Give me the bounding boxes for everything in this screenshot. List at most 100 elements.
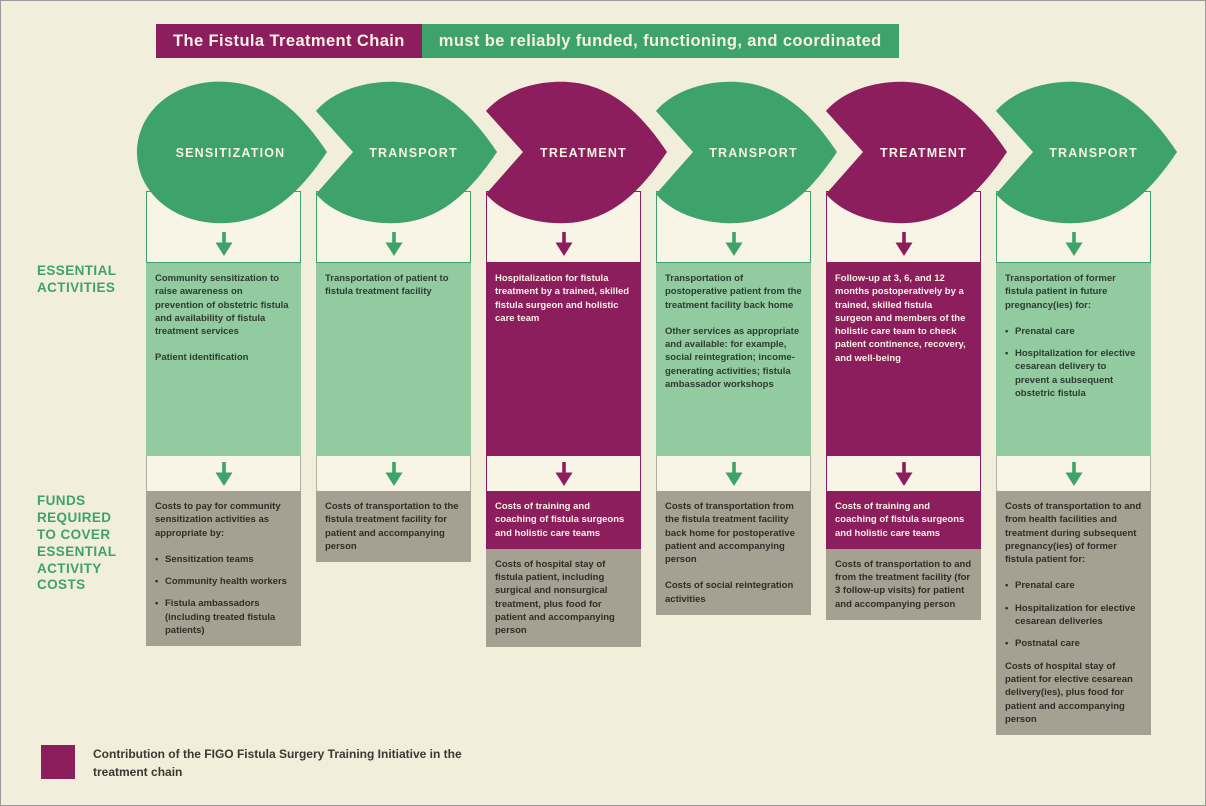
activity-bullet-text: Hospitalization for elective cesarean de… [1015,348,1136,400]
bullet-dot-icon: • [155,598,159,610]
funds-box: Costs of transportation to the fistula t… [316,491,471,563]
stage-leaf: TRANSPORT [996,76,1177,224]
funds-paragraph: Costs of hospital stay of fistula patien… [495,558,615,637]
funds-bullet-text: Prenatal care [1015,580,1075,592]
down-arrow-icon [555,232,572,256]
arrow-strip [146,456,301,491]
title-bar: The Fistula Treatment Chain must be reli… [156,24,899,58]
bullet-dot-icon: • [1005,325,1009,337]
down-arrow-icon [725,461,742,486]
stage-leaf-shape [826,81,1007,224]
funds-paragraph: Costs of training and coaching of fistul… [495,501,625,539]
down-arrow-icon [895,232,912,256]
activity-paragraph: Transportation of former fistula patient… [1005,273,1116,311]
stage-label: TREATMENT [880,145,967,160]
activities-box: Transportation of postoperative patient … [656,263,811,456]
funds-section-gray: Costs of hospital stay of fistula patien… [486,548,641,647]
activities-box: Community sensitization to raise awarene… [146,263,301,456]
funds-box: Costs of training and coaching of fistul… [826,491,981,621]
funds-paragraph: Costs of hospital stay of patient for el… [1005,660,1133,725]
down-arrow-icon [385,461,402,486]
funds-section-gray: Costs of transportation to the fistula t… [316,491,471,563]
stage-column-1-sensitization: SENSITIZATION Community sensitization to … [137,76,327,735]
funds-bullet-text: Fistula ambassadors (including treated f… [165,598,276,637]
funds-box: Costs to pay for community sensitization… [146,491,301,647]
funds-bullet-text: Community health workers [165,576,287,588]
funds-bullet-item: • Postnatal care [1005,637,1142,650]
down-arrow-icon [1065,232,1082,256]
funds-bullet-text: Hospitalization for elective cesarean de… [1015,602,1136,628]
funds-paragraph: Costs of transportation from the fistula… [665,501,795,566]
activity-paragraph: Other services as appropriate and availa… [665,325,800,391]
bullet-dot-icon: • [1005,602,1009,614]
stage-leaf-shape [137,81,327,224]
funds-section-gray: Costs of transportation to and from the … [826,548,981,621]
funds-bullet-item: • Fistula ambassadors (including treated … [155,597,292,637]
stage-column-5-treatment: TREATMENT Follow-up at 3, 6, and 12 month… [826,76,1007,735]
funds-bullet-text: Postnatal care [1015,638,1080,650]
legend: Contribution of the FIGO Fistula Surgery… [41,745,463,781]
row-label-funds-required: FUNDS REQUIRED TO COVER ESSENTIAL ACTIVI… [37,493,117,593]
funds-section-gray: Costs to pay for community sensitization… [146,491,301,647]
down-arrow-icon [895,461,912,486]
activity-bullet-item: •Hospitalization for elective cesarean d… [1005,347,1142,400]
stage-leaf-shape [996,81,1177,224]
funds-section-magenta: Costs of training and coaching of fistul… [486,491,641,549]
bullet-dot-icon: • [1005,638,1009,650]
activity-bullet-text: Prenatal care [1015,325,1075,337]
stage-leaf: TRANSPORT [316,76,497,224]
funds-paragraph: Costs of transportation to the fistula t… [325,501,459,552]
activity-paragraph: Follow-up at 3, 6, and 12 months postope… [835,273,966,364]
treatment-chain-columns: SENSITIZATION Community sensitization to … [137,76,1177,736]
stage-label: TRANSPORT [1049,145,1138,160]
funds-bullet-item: • Sensitization teams [155,553,292,566]
activity-paragraph: Transportation of postoperative patient … [665,273,802,311]
activities-box: Hospitalization for fistula treatment by… [486,263,641,456]
bullet-dot-icon: • [155,553,159,565]
funds-paragraph: Costs of training and coaching of fistul… [835,501,965,539]
down-arrow-icon [1065,461,1082,486]
stage-column-4-transport: TRANSPORT Transportation of postoperative… [656,76,837,735]
funds-bullet-item: • Hospitalization for elective cesarean d… [1005,602,1142,629]
funds-bullet-text: Sensitization teams [165,553,254,565]
down-arrow-icon [215,461,232,486]
stage-label: TREATMENT [540,145,627,160]
funds-section-gray: Costs of transportation from the fistula… [656,491,811,616]
title-highlight: The Fistula Treatment Chain [156,24,422,58]
activities-box: Transportation of former fistula patient… [996,263,1151,456]
funds-box: Costs of transportation to and from heal… [996,491,1151,736]
arrow-strip [656,456,811,491]
bullet-dot-icon: • [1005,580,1009,592]
title-rest: must be reliably funded, functioning, an… [421,24,899,58]
stage-leaf-shape [316,81,497,224]
funds-bullet-item: • Community health workers [155,575,292,588]
stage-column-6-transport: TRANSPORT Transportation of former fistul… [996,76,1177,736]
funds-paragraph: Costs of social reintegration activities [665,580,794,605]
stage-leaf: TREATMENT [486,76,667,224]
stage-label: TRANSPORT [369,145,458,160]
stage-label: TRANSPORT [709,145,798,160]
funds-box: Costs of training and coaching of fistul… [486,491,641,647]
funds-paragraph: Costs of transportation to and from heal… [1005,501,1142,566]
arrow-strip [826,456,981,491]
stage-column-3-treatment: TREATMENT Hospitalization for fistula tre… [486,76,667,735]
arrow-strip [316,456,471,491]
funds-bullet-item: • Prenatal care [1005,579,1142,592]
activity-paragraph: Community sensitization to raise awarene… [155,273,289,338]
funds-section-magenta: Costs of training and coaching of fistul… [826,491,981,549]
down-arrow-icon [725,232,742,256]
funds-paragraph: Costs of transportation to and from the … [835,558,972,610]
bullet-dot-icon: • [155,576,159,588]
stage-leaf: SENSITIZATION [137,76,327,224]
activities-box: Follow-up at 3, 6, and 12 months postope… [826,263,981,456]
stage-label: SENSITIZATION [175,145,286,160]
stage-leaf: TREATMENT [826,76,1007,224]
activity-paragraph: Patient identification [155,352,249,364]
row-label-essential-activities: ESSENTIAL ACTIVITIES [37,263,117,295]
arrow-strip [996,456,1151,491]
arrow-strip [486,456,641,491]
legend-label: Contribution of the FIGO Fistula Surgery… [93,747,462,779]
activity-paragraph: Hospitalization for fistula treatment by… [495,273,630,324]
